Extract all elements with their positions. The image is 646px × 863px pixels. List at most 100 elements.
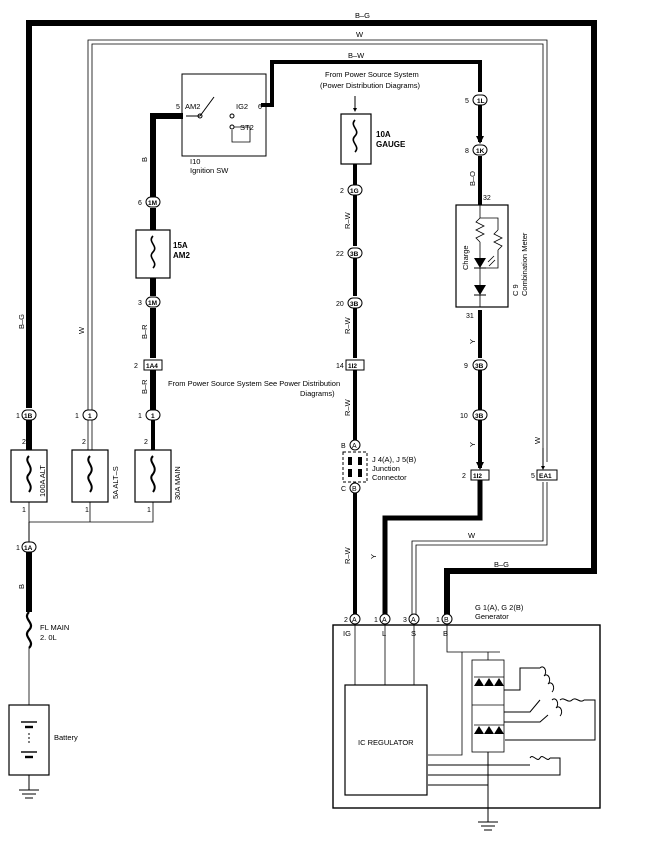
wire-label-b-g-bottom: B–G (494, 560, 509, 569)
svg-text:1: 1 (138, 413, 142, 420)
svg-text:1A4: 1A4 (146, 363, 158, 370)
fuse-30a-main: 30A MAIN (134, 449, 182, 503)
svg-text:1: 1 (151, 413, 155, 420)
svg-text:1: 1 (16, 413, 20, 420)
connector-1-main: 1 1 (138, 409, 161, 421)
svg-text:C 9: C 9 (511, 284, 520, 296)
ground-battery (19, 775, 39, 799)
connector-1b-left: 1 1B (16, 409, 37, 421)
connector-1a4: 2 1A4 (134, 359, 163, 371)
wire-label-y-2: Y (468, 442, 477, 447)
ground-generator (478, 808, 498, 831)
svg-text:1M: 1M (148, 200, 157, 207)
connector-3b-d: 10 3B (460, 409, 488, 421)
svg-text:Battery: Battery (54, 733, 78, 742)
svg-text:GAUGE: GAUGE (376, 140, 406, 149)
wire-label-b-fl: B (17, 584, 26, 589)
wire-label-w-top: W (356, 30, 364, 39)
wire-label-r-w-2: R–W (343, 316, 352, 334)
svg-text:1B: 1B (24, 413, 33, 420)
svg-text:IG2: IG2 (236, 102, 248, 111)
connector-1m-lower: 3 1M (138, 296, 161, 308)
svg-text:1M: 1M (148, 300, 157, 307)
svg-text:IC REGULATOR: IC REGULATOR (358, 738, 414, 747)
wire-label-b-r-mid: B–R (140, 324, 149, 339)
svg-text:AM2: AM2 (185, 102, 200, 111)
fuse-am2: 15A AM2 (135, 229, 190, 279)
svg-text:2: 2 (340, 188, 344, 195)
wire-label-b-r-low: B–R (140, 379, 149, 394)
svg-text:1I2: 1I2 (473, 473, 482, 480)
svg-text:3: 3 (403, 617, 407, 624)
svg-text:G 1(A), G 2(B): G 1(A), G 2(B) (475, 603, 524, 612)
svg-text:14: 14 (336, 363, 344, 370)
svg-text:5: 5 (531, 473, 535, 480)
svg-text:1: 1 (436, 617, 440, 624)
svg-text:Charge: Charge (461, 245, 470, 270)
junction-connector: B A C B J 4(A), J 5(B) Junction Connecto… (341, 439, 417, 494)
connector-3b-b: 20 3B (336, 297, 363, 309)
meter-pin-in: 32 (483, 195, 491, 202)
svg-text:1: 1 (374, 617, 378, 624)
svg-text:1K: 1K (476, 148, 485, 155)
svg-text:ST2: ST2 (240, 123, 254, 132)
meter-pin-out: 31 (466, 313, 474, 320)
svg-text:2: 2 (134, 363, 138, 370)
svg-text:6: 6 (138, 200, 142, 207)
svg-text:J 4(A), J 5(B): J 4(A), J 5(B) (372, 455, 417, 464)
svg-text:22: 22 (336, 251, 344, 258)
wire-label-w-left: W (77, 326, 86, 334)
svg-text:1: 1 (85, 507, 89, 514)
svg-text:6: 6 (258, 104, 262, 111)
svg-text:L: L (382, 629, 386, 638)
svg-text:10A: 10A (376, 130, 391, 139)
fuse-10a-gauge: 10A GAUGE (340, 113, 406, 165)
svg-text:Connector: Connector (372, 473, 407, 482)
wire-alts-drop (87, 420, 93, 450)
fuse-100a-alt: 100A ALT (10, 449, 48, 503)
svg-text:AM2: AM2 (173, 251, 190, 260)
svg-text:A: A (352, 443, 357, 450)
wire-w-main (87, 39, 548, 615)
svg-text:2: 2 (144, 439, 148, 446)
svg-text:1: 1 (16, 545, 20, 552)
svg-text:B: B (443, 629, 448, 638)
svg-text:Combination Meter: Combination Meter (520, 232, 529, 296)
wire-label-b-g-top: B–G (355, 11, 370, 20)
svg-text:3B: 3B (350, 251, 359, 258)
wire-label-r-w-4: R–W (343, 546, 352, 564)
svg-text:5: 5 (176, 104, 180, 111)
combination-meter: Charge C 9 Combination Meter (455, 204, 529, 308)
fl-main-rating: 2. 0L (40, 633, 57, 642)
svg-text:IG: IG (343, 629, 351, 638)
note-power-source-top-2: (Power Distribution Diagrams) (320, 81, 421, 90)
wire-b-g-main (26, 20, 597, 615)
wire-label-y-3: Y (369, 554, 378, 559)
svg-text:2: 2 (462, 473, 466, 480)
connector-1l: 5 1L (465, 94, 488, 106)
connector-1i2-b: 2 1I2 (462, 469, 490, 481)
wire-label-w-right: W (533, 436, 542, 444)
svg-text:100A ALT: 100A ALT (38, 465, 47, 497)
svg-text:1A: 1A (24, 545, 33, 552)
wire-label-b-g-left: B–G (17, 314, 26, 329)
svg-text:C: C (341, 486, 346, 493)
connector-1i2-a: 14 1I2 (336, 359, 365, 371)
svg-text:2: 2 (344, 617, 348, 624)
wire-b-w (261, 60, 482, 107)
svg-text:1L: 1L (477, 98, 485, 105)
svg-text:A: A (382, 617, 387, 624)
svg-text:EA1: EA1 (539, 473, 552, 480)
svg-text:5: 5 (465, 98, 469, 105)
svg-text:10: 10 (460, 413, 468, 420)
connector-1-alts: 1 1 (75, 409, 98, 421)
wire-label-y-1: Y (468, 339, 477, 344)
svg-text:A: A (352, 617, 357, 624)
svg-text:3B: 3B (475, 413, 484, 420)
svg-text:B: B (444, 617, 449, 624)
wire-label-b-w: B–W (348, 51, 365, 60)
connector-3b-a: 22 3B (336, 247, 363, 259)
svg-text:1: 1 (22, 507, 26, 514)
ignition-switch: 5 AM2 IG2 6 ST2 I10 Ignition SW (176, 73, 267, 175)
svg-text:1G: 1G (350, 188, 359, 195)
